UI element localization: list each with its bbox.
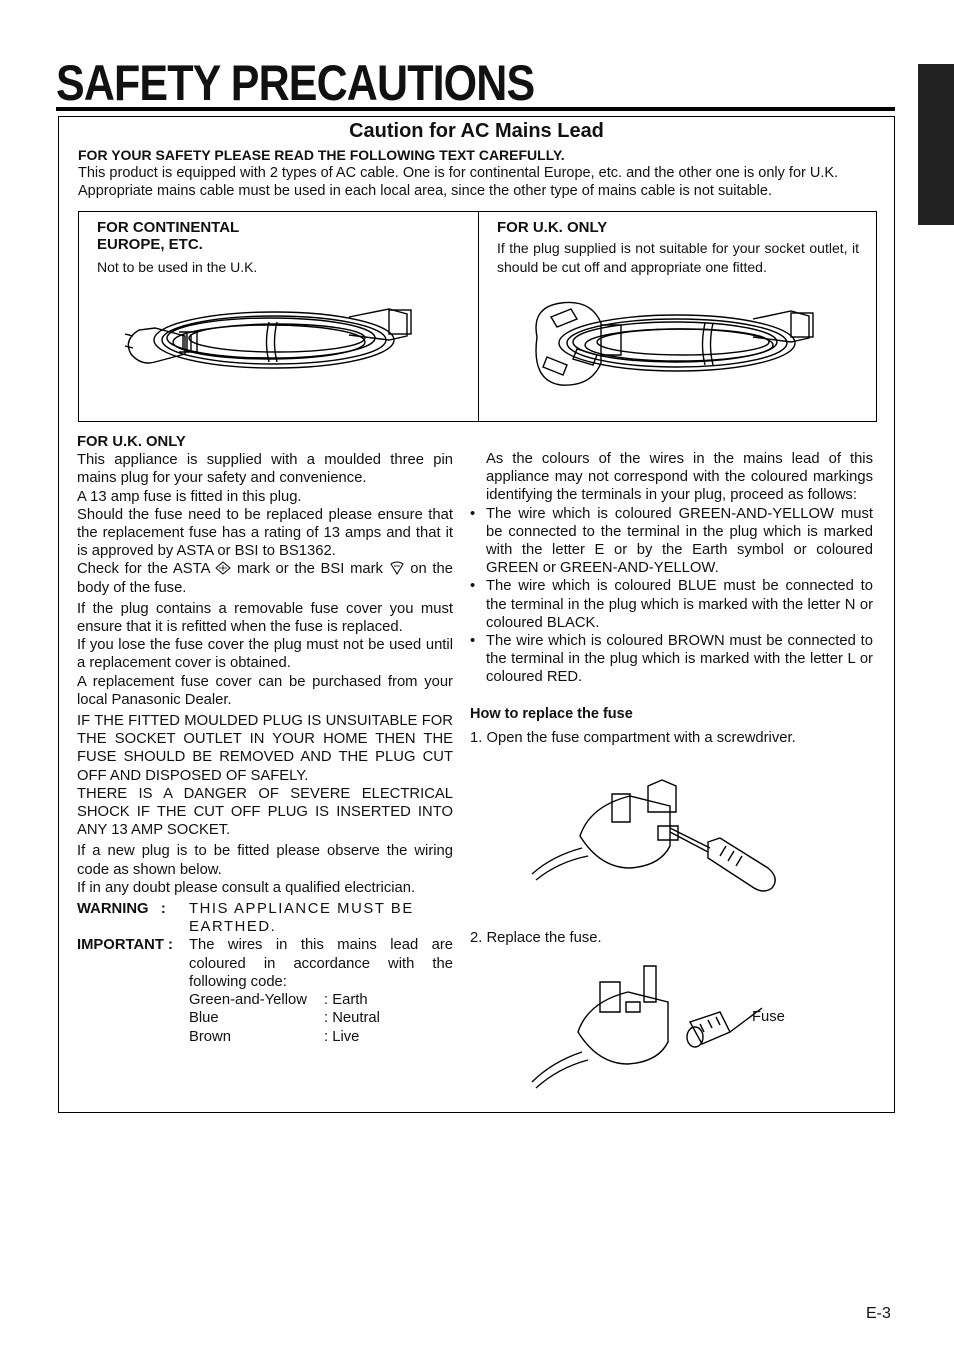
asta-mark-icon [215, 561, 232, 576]
bsi-kitemark-icon [389, 561, 404, 576]
caution-frame: Caution for AC Mains Lead FOR YOUR SAFET… [58, 116, 895, 1113]
wire-rules-list: • The wire which is coloured GREEN-AND-YE… [470, 505, 873, 687]
list-item: • The wire which is coloured BROWN must b… [470, 632, 873, 687]
bullet-text: The wire which is coloured GREEN-AND-YEL… [486, 505, 873, 577]
left-paragraph: If the plug contains a removable fuse co… [77, 600, 453, 636]
section-tab [918, 64, 954, 225]
left-paragraph: Should the fuse need to be replaced plea… [77, 506, 453, 560]
left-paragraph: If you lose the fuse cover the plug must… [77, 637, 453, 672]
code-row: Blue : Neutral [189, 1009, 453, 1027]
uk-cable-heading: FOR U.K. ONLY [497, 219, 608, 236]
wire-colours-intro: As the colours of the wires in the mains… [486, 451, 873, 504]
bullet-icon: • [470, 505, 476, 522]
left-paragraph: A 13 amp fuse is fitted in this plug. [77, 488, 302, 505]
code-color: Brown [189, 1028, 231, 1045]
page-number: E-3 [866, 1305, 891, 1322]
cable-box-divider [478, 212, 479, 421]
left-paragraph: If in any doubt please consult a qualifi… [77, 879, 416, 896]
important-row: IMPORTANT : The wires in this mains lead… [77, 936, 453, 1045]
europe-note: Not to be used in the U.K. [97, 259, 258, 275]
fuse-step-2: 2. Replace the fuse. [470, 930, 602, 946]
asta-bsi-paragraph: Check for the ASTA mark or the BSI mark … [77, 560, 453, 596]
left-paragraph: A replacement fuse cover can be purchase… [77, 673, 453, 708]
code-meaning: : Live [324, 1028, 360, 1045]
uk-cable-note: If the plug supplied is not suitable for… [497, 240, 859, 275]
code-row: Brown : Live [189, 1028, 453, 1046]
uk-cable-illustration [535, 301, 814, 386]
important-label: IMPORTANT : [77, 937, 173, 954]
asta-text: Check for the ASTA [77, 561, 210, 578]
left-column: FOR U.K. ONLY This appliance is supplied… [77, 433, 453, 1046]
fuse-heading: How to replace the fuse [470, 705, 633, 722]
warning-row: WARNING : THIS APPLIANCE MUST BE EARTHED… [77, 900, 453, 936]
warning-text: THIS APPLIANCE MUST BE EARTHED. [189, 901, 414, 936]
europe-heading-line2: EUROPE, ETC. [97, 236, 203, 253]
bsi-text: mark or the BSI mark [236, 561, 383, 578]
left-paragraph: This appliance is supplied with a moulde… [77, 452, 453, 487]
europe-heading-line1: FOR CONTINENTAL [97, 219, 240, 236]
bullet-icon: • [470, 633, 476, 650]
uk-only-heading: FOR U.K. ONLY [77, 434, 186, 450]
important-text: The wires in this mains lead are coloure… [189, 937, 453, 990]
code-meaning: : Neutral [324, 1010, 380, 1027]
screwdriver-illustration [531, 779, 776, 892]
title-rule [56, 107, 895, 111]
caution-intro: This product is equipped with 2 types of… [78, 165, 839, 199]
list-item: • The wire which is coloured BLUE must be… [470, 577, 873, 632]
bullet-icon: • [470, 578, 476, 595]
left-paragraph: THERE IS A DANGER OF SEVERE ELECTRICAL S… [77, 785, 453, 839]
code-color: Green-and-Yellow [189, 992, 307, 1009]
fuse-step-1: 1. Open the fuse compartment with a scre… [470, 729, 796, 746]
important-body: The wires in this mains lead are coloure… [189, 936, 453, 1045]
right-column: As the colours of the wires in the mains… [470, 450, 873, 750]
fuse-body-text: on the body of the fuse. [77, 561, 453, 596]
code-row: Green-and-Yellow : Earth [189, 991, 453, 1009]
left-paragraph: If a new plug is to be fitted please obs… [77, 843, 453, 878]
code-color: Blue [189, 1010, 219, 1027]
europe-heading: FOR CONTINENTAL EUROPE, ETC. [97, 219, 239, 253]
left-paragraph: IF THE FITTED MOULDED PLUG IS UNSUITABLE… [77, 713, 453, 784]
code-meaning: : Earth [324, 992, 368, 1009]
europe-cable-illustration [124, 308, 412, 369]
page-title: SAFETY PRECAUTIONS [56, 55, 535, 111]
read-carefully-line: FOR YOUR SAFETY PLEASE READ THE FOLLOWIN… [78, 147, 565, 163]
cable-types-box: FOR CONTINENTAL EUROPE, ETC. Not to be u… [78, 211, 877, 422]
fuse-step-2-block: 2. Replace the fuse. [470, 929, 770, 950]
bullet-text: The wire which is coloured BLUE must be … [486, 578, 873, 631]
warning-label: WARNING : [77, 901, 166, 918]
fuse-label: Fuse [752, 1009, 785, 1025]
bullet-text: The wire which is coloured BROWN must be… [486, 633, 873, 686]
caution-title: Caution for AC Mains Lead [349, 120, 604, 142]
fuse-replace-illustration [531, 965, 763, 1089]
list-item: • The wire which is coloured GREEN-AND-YE… [470, 505, 873, 578]
